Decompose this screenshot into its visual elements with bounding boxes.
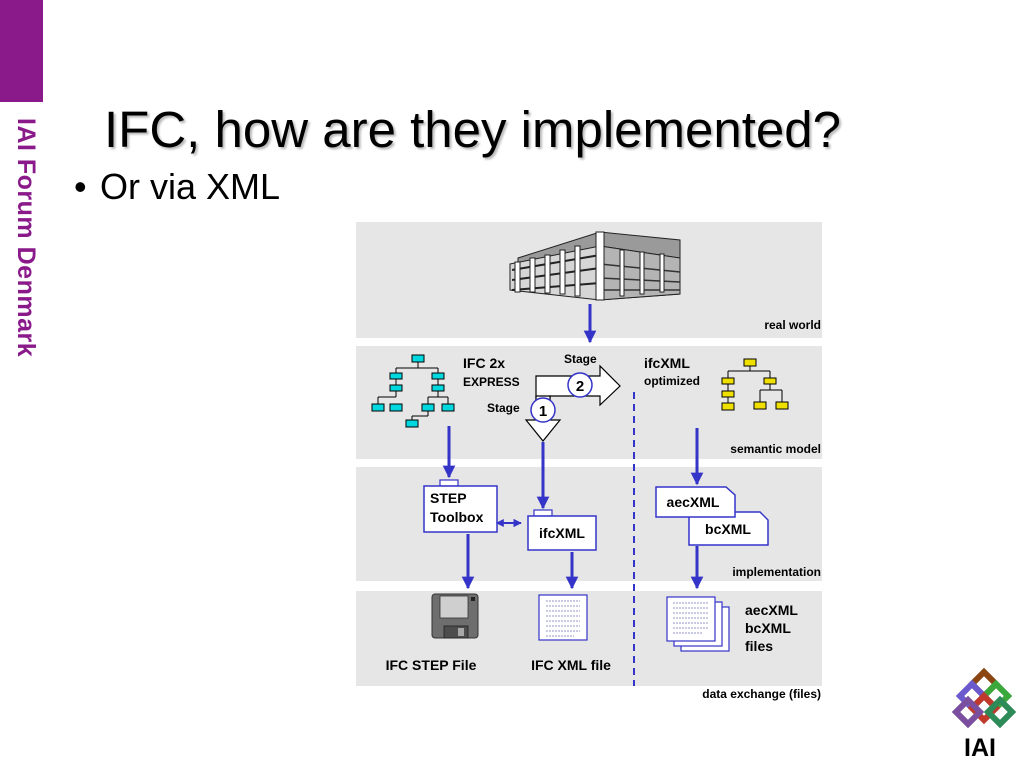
ifcxml-tree-icon	[721, 358, 789, 411]
bcxml-box[interactable]	[688, 511, 769, 546]
iai-logo	[948, 666, 1020, 766]
logo-text: IAI	[964, 734, 996, 762]
step-toolbox-line2: Toolbox	[430, 509, 484, 525]
floppy-disk-icon	[431, 593, 479, 639]
aecxml-box[interactable]	[655, 486, 736, 518]
files-label-line1: aecXML	[745, 602, 798, 618]
building-icon	[509, 231, 681, 301]
ifc2x-tree-icon	[371, 354, 455, 428]
ifcxml-box[interactable]	[527, 515, 597, 551]
stage1-number: 1	[539, 403, 547, 420]
stage1-badge	[530, 397, 556, 423]
stage2-number: 2	[576, 378, 584, 395]
xml-document-icon	[538, 594, 588, 641]
label-real-world: real world	[764, 318, 821, 332]
label-implementation: implementation	[732, 565, 821, 579]
ifcxml-optimized-title: ifcXML	[644, 355, 690, 371]
step-toolbox-tab	[439, 479, 459, 487]
stacked-documents-icon	[666, 596, 730, 652]
page-title: IFC, how are they implemented?	[104, 101, 842, 158]
express-label: EXPRESS	[463, 375, 520, 389]
stage2-badge	[567, 372, 593, 398]
side-label: IAI Forum Denmark	[12, 118, 40, 358]
ifcxml-box-label: ifcXML	[539, 525, 585, 541]
step-toolbox-line1: STEP	[430, 490, 467, 506]
bullet-item: • Or via XML	[74, 166, 280, 208]
files-label-line2: bcXML	[745, 620, 791, 636]
stage1-label: Stage	[487, 401, 520, 415]
accent-bar	[0, 0, 43, 102]
optimized-label: optimized	[644, 374, 700, 388]
aecxml-box-label: aecXML	[667, 494, 720, 510]
label-data-exchange: data exchange (files)	[702, 687, 821, 701]
bullet-dot: •	[74, 166, 87, 207]
stage2-label: Stage	[564, 352, 597, 366]
bullet-text: Or via XML	[100, 166, 281, 207]
step-toolbox-box[interactable]	[423, 485, 498, 533]
files-label-line3: files	[745, 638, 773, 654]
ifc-xml-file-label: IFC XML file	[531, 657, 611, 673]
label-semantic-model: semantic model	[730, 442, 821, 456]
ifcxml-box-tab	[533, 509, 553, 517]
bcxml-box-label: bcXML	[705, 521, 751, 537]
ifc2x-label: IFC 2x	[463, 355, 505, 371]
ifc-step-file-label: IFC STEP File	[386, 657, 477, 673]
